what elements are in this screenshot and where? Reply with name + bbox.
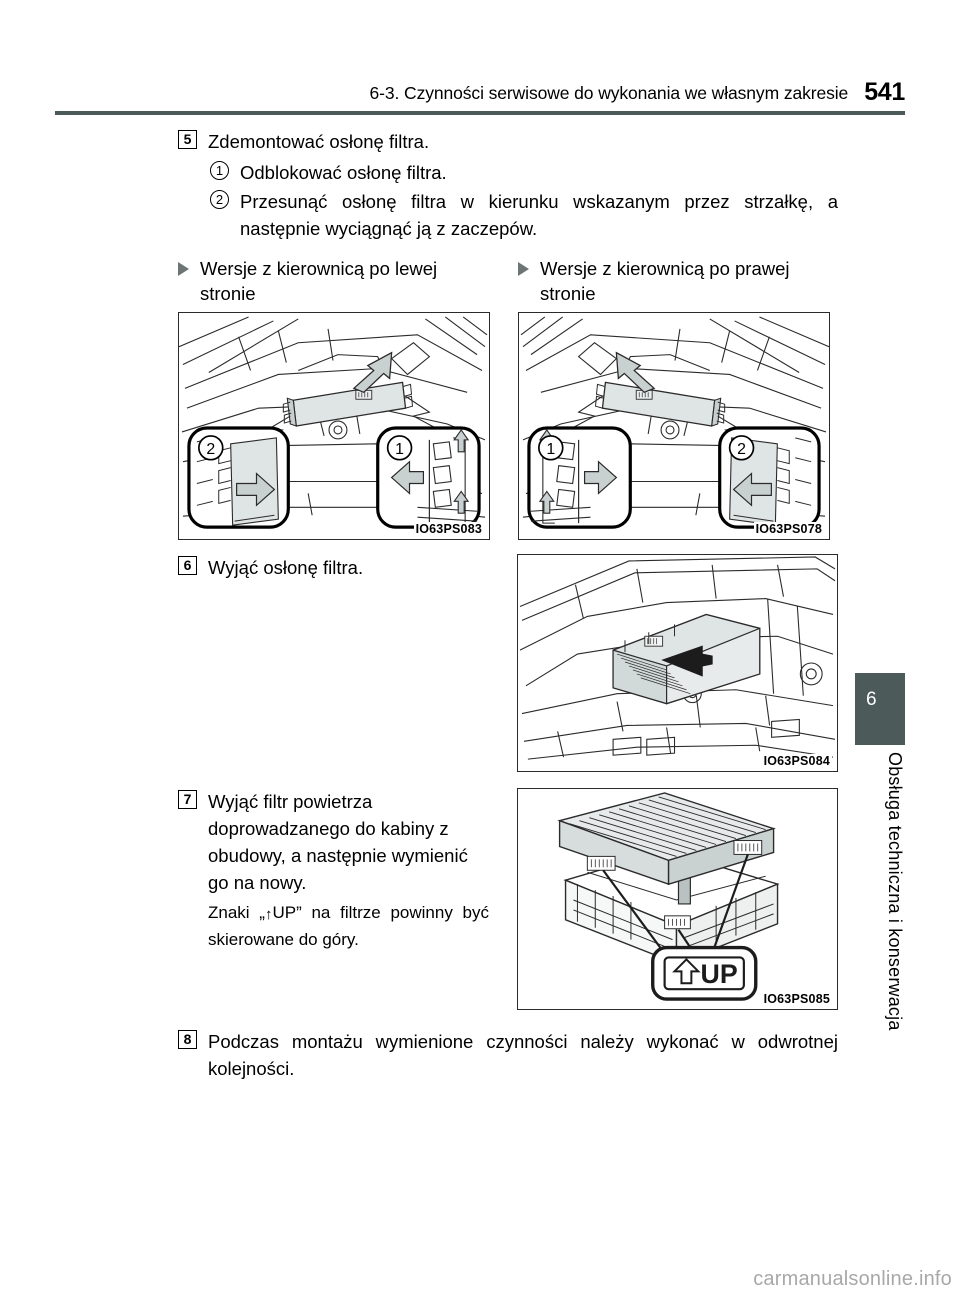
step-6-block: 6 Wyjąć osłonę filtra. [178, 554, 838, 772]
step-8-text: Podczas montażu wymienione czynności nal… [208, 1031, 838, 1079]
variant-left-heading: Wersje z kierownicą po lewej stronie [178, 256, 490, 306]
step-5-marker-wrap: 5 [178, 128, 208, 151]
step-7: 7 Wyjąć filtr powietrza doprowadzanego d… [178, 788, 489, 896]
callout-number-2: 2 [206, 441, 215, 458]
step-marker-box: 6 [178, 556, 197, 575]
footer-watermark: carmanualsonline.info [753, 1268, 952, 1290]
triangle-bullet-icon [178, 262, 196, 276]
step-8: 8 Podczas montażu wymienione czynności n… [178, 1028, 838, 1082]
chapter-tab: 6 [855, 673, 905, 745]
figure-remove-filter-cover: IO63PS084 [517, 554, 838, 772]
illustration-lhd: 2 [179, 316, 488, 529]
up-arrow-icon: ↑ [264, 906, 273, 923]
step-8-marker-wrap: 8 [178, 1028, 208, 1051]
substep-5-2: 2 Przesunąć osłonę filtra w kierunku wsk… [210, 188, 838, 242]
substep-1-marker-wrap: 1 [210, 159, 240, 182]
step-7-text: Wyjąć filtr powietrza doprowadzanego do … [208, 791, 468, 893]
substep-5-2-text: Przesunąć osłonę filtra w kierunku wskaz… [240, 191, 838, 239]
step-7-note-prefix: Znaki „ [208, 903, 265, 922]
chapter-number: 6 [866, 689, 877, 710]
step-5: 5 Zdemontować osłonę filtra. [178, 128, 838, 155]
figure-cabin-filter-up: UP IO63PS085 [517, 788, 838, 1010]
step-6-marker-wrap: 6 [178, 554, 208, 577]
page-number: 541 [864, 78, 905, 106]
variant-right-label: Wersje z kierownicą po prawej stronie [540, 258, 790, 304]
step-marker-box: 5 [178, 130, 197, 149]
substep-marker-circle: 2 [210, 190, 229, 209]
step-7-left: 7 Wyjąć filtr powietrza doprowadzanego d… [178, 788, 489, 1010]
callout-number-1: 1 [546, 441, 555, 458]
callout-number-2: 2 [737, 441, 746, 458]
page-header: 6-3. Czynności serwisowe do wykonania we… [0, 0, 960, 120]
variant-right-heading: Wersje z kierownicą po prawej stronie [518, 256, 830, 306]
variant-figures-row: 2 [178, 312, 838, 540]
step-6: 6 Wyjąć osłonę filtra. [178, 554, 489, 581]
step-7-block: 7 Wyjąć filtr powietrza doprowadzanego d… [178, 788, 838, 1010]
header-divider [55, 111, 905, 115]
figure-id-label: IO63PS083 [413, 522, 484, 536]
illustration-step6 [519, 556, 836, 760]
step-8-block: 8 Podczas montażu wymienione czynności n… [178, 1028, 838, 1082]
substep-marker-circle: 1 [210, 161, 229, 180]
figure-id-label: IO63PS078 [753, 522, 824, 536]
triangle-bullet-icon [518, 262, 536, 276]
variant-left-col: Wersje z kierownicą po lewej stronie [178, 256, 490, 306]
illustration-rhd: 1 [520, 316, 829, 529]
figure-id-label: IO63PS084 [761, 754, 832, 768]
variant-left-label: Wersje z kierownicą po lewej stronie [200, 258, 438, 304]
figure-lhd-filter-cover: 2 [178, 312, 490, 540]
variants-heading-row: Wersje z kierownicą po lewej stronie Wer… [178, 256, 838, 306]
callout-number-1: 1 [395, 441, 404, 458]
step-marker-box: 8 [178, 1030, 197, 1049]
figure-id-label: IO63PS085 [761, 992, 832, 1006]
substep-5-1: 1 Odblokować osłonę filtra. [210, 159, 838, 186]
header-line: 6-3. Czynności serwisowe do wykonania we… [255, 78, 906, 107]
up-badge-text: UP [701, 959, 738, 989]
page-title: 6-3. Czynności serwisowe do wykonania we… [369, 83, 849, 103]
step-7-note-middle: UP” na filtrze powinny być skierowane do… [208, 903, 490, 949]
step-6-text: Wyjąć osłonę filtra. [208, 557, 364, 578]
step-7-marker-wrap: 7 [178, 788, 208, 811]
figure-rhd-filter-cover: 1 [518, 312, 830, 540]
step-7-note: Znaki „↑UP” na filtrze powinny być skier… [208, 900, 489, 952]
substep-2-marker-wrap: 2 [210, 188, 240, 211]
main-content: 5 Zdemontować osłonę filtra. 1 Odblokowa… [178, 128, 838, 1086]
step-5-text: Zdemontować osłonę filtra. [208, 131, 430, 152]
step-6-left: 6 Wyjąć osłonę filtra. [178, 554, 489, 772]
illustration-step7: UP [557, 792, 780, 1001]
step-marker-box: 7 [178, 790, 197, 809]
chapter-title-vertical: Obsługa techniczna i konserwacja [885, 752, 905, 1031]
variant-right-col: Wersje z kierownicą po prawej stronie [518, 256, 830, 306]
substep-5-1-text: Odblokować osłonę filtra. [240, 162, 447, 183]
